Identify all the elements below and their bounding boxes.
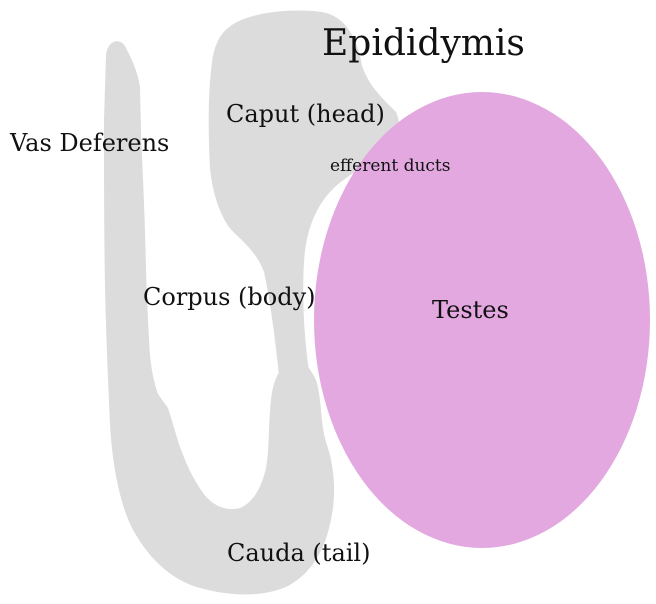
testes-label: Testes: [432, 298, 509, 322]
diagram-title: Epididymis: [322, 26, 525, 62]
corpus-label: Corpus (body): [143, 285, 316, 309]
caput-label: Caput (head): [226, 102, 385, 126]
efferent-ducts-label: efferent ducts: [330, 158, 450, 175]
cauda-label: Cauda (tail): [227, 541, 370, 565]
vas-deferens-label: Vas Deferens: [10, 131, 169, 155]
